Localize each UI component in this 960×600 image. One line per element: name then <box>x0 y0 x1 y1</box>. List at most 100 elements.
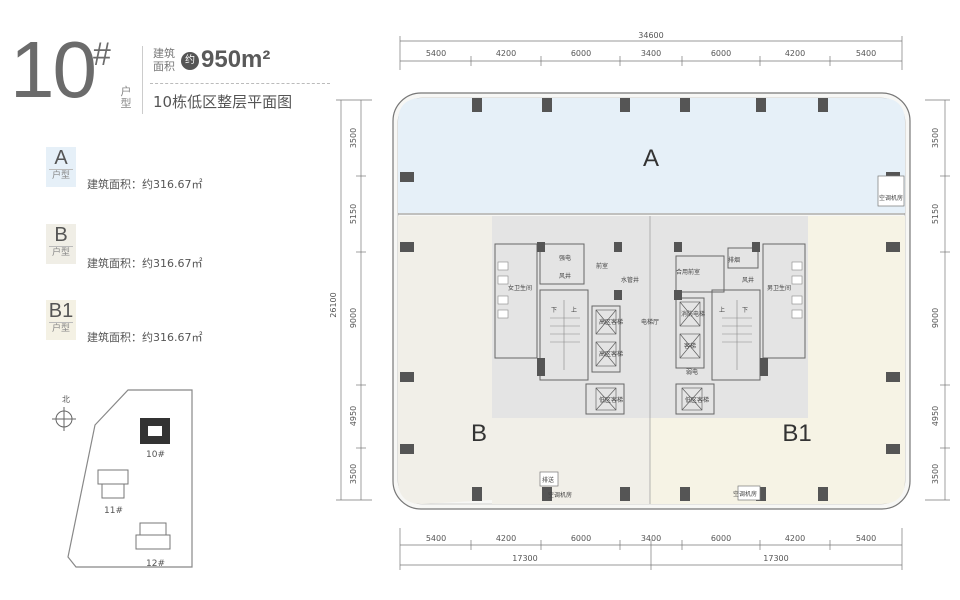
unit-a-legend: A 户型 <box>46 147 76 187</box>
compass-icon <box>52 407 76 431</box>
building-11-block <box>97 469 129 499</box>
structural-columns <box>400 98 900 501</box>
left-dim: 9000 <box>349 308 358 328</box>
zone-a-area <box>398 98 905 213</box>
room-hi-zone-2: 高区客梯 <box>599 350 623 358</box>
room-ac-right: 空调机房 <box>879 194 903 202</box>
room-female-wc: 女卫生间 <box>508 284 532 292</box>
room-shared-front: 合用前室 <box>676 268 700 276</box>
room-low-zone-right: 低区客梯 <box>685 396 709 404</box>
stair-right-up: 上 <box>719 306 725 314</box>
core-walls <box>494 243 806 415</box>
unit-b-type: 户型 <box>49 246 73 259</box>
header-dash <box>150 83 330 84</box>
approx-badge: 约 <box>181 52 199 70</box>
room-weak-right: 弱电 <box>686 368 698 376</box>
bottom-dimensions <box>399 528 903 570</box>
left-dimensions <box>336 99 372 501</box>
bottom-dim: 6000 <box>571 534 591 543</box>
bottom-dim: 3400 <box>641 534 661 543</box>
room-smoke: 排烟 <box>728 256 740 264</box>
room-fire-elevator: 消防电梯 <box>681 310 705 318</box>
exhaust-room <box>539 471 559 487</box>
zone-b-label: B <box>471 420 487 447</box>
building-11-label: 11# <box>104 506 123 516</box>
unit-b-code: B <box>54 224 68 246</box>
stair-left-down: 下 <box>551 307 557 314</box>
ac-room-right <box>877 175 905 207</box>
right-dim: 4950 <box>931 406 940 426</box>
room-elevator-hall: 电梯厅 <box>641 318 659 326</box>
zone-b1-label: B1 <box>782 420 811 447</box>
bottom-total-left: 17300 <box>512 554 537 563</box>
room-pipe-well: 水管井 <box>621 276 639 284</box>
top-dimensions <box>399 36 903 70</box>
room-front-left: 前室 <box>596 262 608 270</box>
unit-b1-code: B1 <box>48 300 74 322</box>
right-dim: 9000 <box>931 308 940 328</box>
unit-b1-legend: B1 户型 <box>46 300 76 340</box>
left-dim: 3500 <box>349 464 358 484</box>
room-ac-bottom-right: 空调机房 <box>733 490 757 498</box>
area-label: 建筑面积 <box>153 47 175 73</box>
room-wind-right: 风井 <box>742 276 754 284</box>
stair-left-up: 上 <box>571 306 577 314</box>
top-total-dim: 34600 <box>638 31 663 40</box>
building-12-label: 12# <box>146 559 165 569</box>
top-dim: 5400 <box>856 49 876 58</box>
unit-a-area: 建筑面积：约316.67㎡ <box>87 178 203 191</box>
top-dim: 3400 <box>641 49 661 58</box>
left-dim: 5150 <box>349 204 358 224</box>
site-map: 北 10# 11# 12# <box>52 389 193 569</box>
bottom-dim: 4200 <box>785 534 805 543</box>
left-total-dim: 26100 <box>330 292 338 317</box>
top-dim: 4200 <box>785 49 805 58</box>
north-label: 北 <box>62 395 70 404</box>
zone-b-area <box>398 216 492 504</box>
top-dim: 5400 <box>426 49 446 58</box>
right-dim: 3500 <box>931 464 940 484</box>
bottom-dim: 6000 <box>711 534 731 543</box>
type-label: 户型 <box>120 85 132 110</box>
zone-a-label: A <box>643 145 659 172</box>
building-number: 10 <box>10 25 97 114</box>
right-dim: 5150 <box>931 204 940 224</box>
room-hi-zone-1: 高区客梯 <box>599 318 623 326</box>
building-hash: # <box>93 36 111 72</box>
building-10-label: 10# <box>146 450 165 460</box>
bottom-dim: 4200 <box>496 534 516 543</box>
unit-a-type: 户型 <box>49 169 73 182</box>
stair-right <box>722 300 752 370</box>
left-dim: 4950 <box>349 406 358 426</box>
floor-plan: .dim { font-family:"DejaVu Sans", sans-s… <box>330 31 950 570</box>
plan-subtitle: 10栋低区整层平面图 <box>153 93 293 111</box>
building-12-block <box>135 522 171 550</box>
room-wind-left: 风井 <box>559 272 571 280</box>
zone-b1-area <box>650 216 905 504</box>
stair-right-down: 下 <box>742 307 748 314</box>
room-elec-left: 强电 <box>559 254 571 262</box>
right-dimensions <box>925 99 950 501</box>
toilet-fixtures-right <box>791 261 803 319</box>
room-low-zone-left: 低区客梯 <box>599 396 623 404</box>
unit-b-area: 建筑面积：约316.67㎡ <box>87 257 203 270</box>
right-dim: 3500 <box>931 128 940 148</box>
header-divider <box>142 46 143 114</box>
unit-b-legend: B 户型 <box>46 224 76 264</box>
room-male-wc: 男卫生间 <box>767 284 791 292</box>
ac-room-bottom-right <box>737 485 761 501</box>
unit-b1-type: 户型 <box>49 322 73 335</box>
room-exhaust: 排送 <box>542 476 554 484</box>
site-boundary <box>67 389 193 568</box>
stair-left <box>550 300 580 370</box>
room-ac-bottom-left: 空调机房 <box>548 491 572 499</box>
top-dim: 6000 <box>571 49 591 58</box>
core-wall-blocks <box>537 242 768 376</box>
bottom-dim: 5400 <box>856 534 876 543</box>
bottom-dim: 5400 <box>426 534 446 543</box>
elevator-shafts <box>595 301 703 411</box>
area-value: 950m² <box>201 46 271 73</box>
bottom-total-right: 17300 <box>763 554 788 563</box>
toilet-fixtures-left <box>497 261 509 319</box>
top-dim: 6000 <box>711 49 731 58</box>
